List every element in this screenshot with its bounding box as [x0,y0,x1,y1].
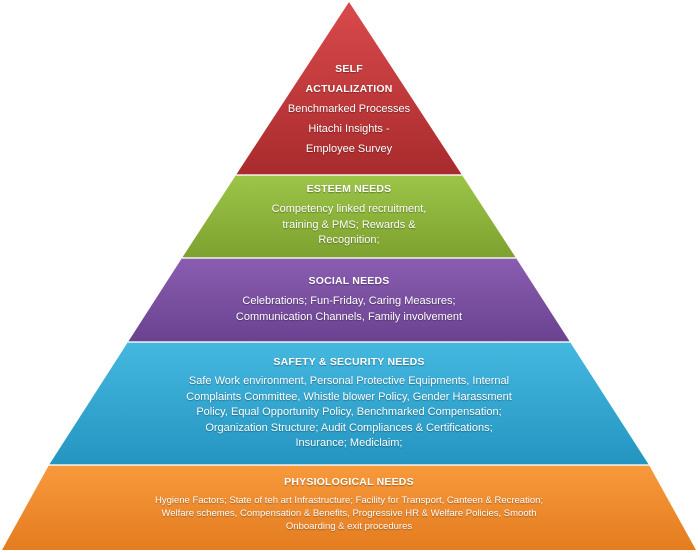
layer-line: Competency linked recruitment, [271,203,427,215]
layer-title-line: ACTUALIZATION [305,83,393,95]
layer-line: Hitachi Insights - [308,123,390,135]
layer-social: SOCIAL NEEDS Celebrations; Fun-Friday, C… [199,275,499,325]
layer-line: Employee Survey [305,143,393,155]
layer-line: Onboarding & exit procedures [285,521,413,533]
layer-title: SELF ACTUALIZATION [249,59,449,99]
layer-physiological-shape [2,465,696,550]
layer-line: Recognition; [318,234,380,247]
layer-line: Complaints Committee, Whistle blower Pol… [186,390,512,403]
layer-title: ESTEEM NEEDS [306,183,392,195]
layer-esteem-shape [182,175,516,258]
layer-physiological: PHYSIOLOGICAL NEEDS Hygiene Factors; Sta… [79,476,619,533]
layer-line: Welfare schemes, Compensation & Benefits… [161,508,537,520]
layer-title: SOCIAL NEEDS [308,275,390,287]
layer-line: Safe Work environment, Personal Protecti… [188,375,510,387]
layer-line: Celebrations; Fun-Friday, Caring Measure… [242,295,456,307]
layer-self-actualization: SELF ACTUALIZATION Benchmarked Processes… [249,59,449,159]
layer-line: Communication Channels, Family involveme… [235,310,463,323]
layer-esteem: ESTEEM NEEDS Competency linked recruitme… [229,183,469,249]
layer-line: Benchmarked Processes [287,103,411,115]
layer-line: Organization Structure; Audit Compliance… [205,421,493,434]
layer-title: PHYSIOLOGICAL NEEDS [284,476,414,488]
layer-safety: SAFETY & SECURITY NEEDS Safe Work enviro… [139,356,559,452]
layer-line: Hygiene Factors; State of teh art Infras… [154,495,544,506]
layer-safety-shape [49,342,649,465]
layer-self-actualization-shape [236,2,462,175]
layer-title-line: SELF [335,63,363,75]
layer-title: SAFETY & SECURITY NEEDS [273,356,425,368]
layer-social-shape [128,258,570,342]
layer-line: Policy, Equal Opportunity Policy, Benchm… [196,406,502,419]
layer-line: training & PMS; Rewards & [282,218,416,231]
layer-line: Insurance; Mediclaim; [295,437,403,450]
